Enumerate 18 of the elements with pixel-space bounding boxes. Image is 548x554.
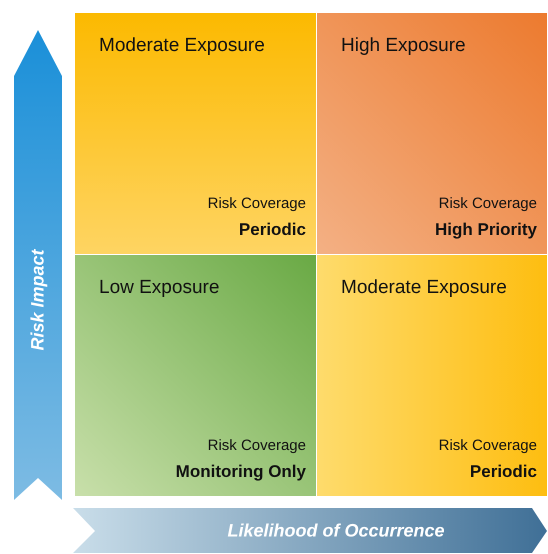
coverage-value: Periodic [238,220,306,240]
axis-label: Likelihood of Occurrence [227,520,445,542]
quadrant-box [317,255,547,496]
coverage-label: Risk Coverage [438,195,537,212]
coverage-label: Risk Coverage [438,437,537,454]
coverage-label: Risk Coverage [208,195,306,212]
quadrant-box [317,13,547,254]
coverage-value: Monitoring Only [176,462,306,482]
coverage-value: High Priority [434,220,537,240]
quadrant-title: High Exposure [341,35,466,57]
axis-label: Risk Impact [28,249,48,351]
coverage-label: Risk Coverage [208,437,306,454]
quadrant-title: Moderate Exposure [341,277,507,299]
quadrant-box [75,13,316,254]
quadrant-title: Low Exposure [99,277,220,299]
quadrant-box [75,255,316,496]
coverage-value: Periodic [470,462,537,482]
quadrant-title: Moderate Exposure [99,35,265,57]
